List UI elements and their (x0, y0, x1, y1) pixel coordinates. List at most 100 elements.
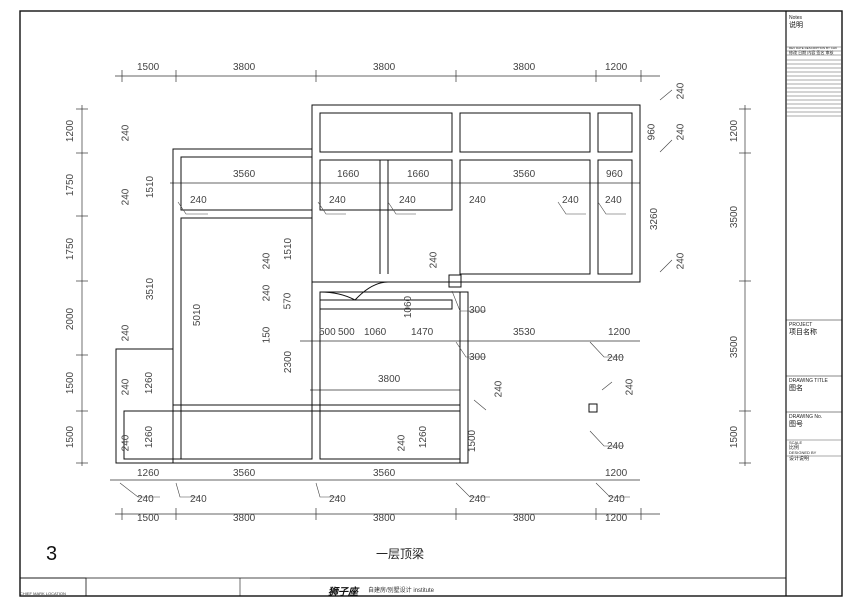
scale-en: SCALE (789, 440, 803, 445)
dim-h-300-a: 300 (469, 305, 486, 316)
drawing-no-en: DRAWING No. (789, 414, 823, 420)
dim-v-240-d: 240 (120, 378, 132, 396)
dim-top-5: 1200 (605, 62, 628, 73)
dim-h-1470: 1470 (411, 327, 434, 338)
dim-v-240-k: 240 (675, 82, 687, 100)
leader-lines (119, 89, 673, 498)
dim-bottom-5: 1200 (605, 513, 628, 524)
dim-h-1660-b: 1660 (407, 169, 430, 180)
dim-right-3: 3500 (729, 335, 741, 359)
dim-top-1: 1500 (137, 62, 160, 73)
notes-cn: 说明 (789, 22, 803, 29)
drawing-title-en: DRAWING TITLE (789, 378, 828, 384)
notes-label: Notes (789, 15, 803, 21)
dim-v-3260: 3260 (649, 207, 661, 231)
dim-h-500-b: 500 (338, 327, 355, 338)
beam-grid (115, 104, 641, 464)
project-cn: 项目名称 (789, 329, 817, 336)
dim-v-240-e: 240 (120, 434, 132, 452)
dim-right-1: 1200 (729, 119, 741, 143)
dim-v-240-n: 240 (624, 378, 636, 396)
dim-h-1060: 1060 (364, 327, 387, 338)
dim-h-3560-c: 3560 (233, 468, 256, 479)
beam-label-10: 240 (469, 494, 486, 505)
dim-top-2: 3800 (233, 62, 256, 73)
beam-label-2: 240 (329, 195, 346, 206)
dim-h-1200-a: 1200 (608, 327, 631, 338)
dim-left-1: 1200 (65, 119, 77, 143)
dim-v-2300: 2300 (283, 350, 295, 374)
dim-v-240-c: 240 (120, 324, 132, 342)
beam-label-12: 240 (607, 353, 624, 364)
dim-v-240-g: 240 (261, 284, 273, 302)
dim-h-3560-b: 3560 (513, 169, 536, 180)
scale-cn: 比例 (789, 445, 800, 451)
designer-cn: 设计说明 (789, 456, 810, 462)
sheet-border (19, 10, 843, 597)
dim-v-240-m: 240 (675, 252, 687, 270)
dim-bottom-3: 3800 (373, 513, 396, 524)
beam-label-11: 240 (608, 494, 625, 505)
dim-h-3560-a: 3560 (233, 169, 256, 180)
dim-v-240-l: 240 (675, 123, 687, 141)
brand-subtitle: 自建房/别墅设计 institute (368, 588, 435, 594)
dim-right-2: 3500 (729, 205, 741, 229)
dim-v-1510-b: 1510 (283, 237, 295, 261)
dim-v-240-a: 240 (120, 124, 132, 142)
chief-mark-label: CHIEF MARK LOCATION (20, 591, 66, 596)
beam-label-5: 240 (562, 195, 579, 206)
dim-v-240-j: 240 (493, 380, 505, 398)
dim-v-1510-a: 1510 (145, 175, 157, 199)
dim-v-3510: 3510 (145, 277, 157, 301)
dim-h-3560-d: 3560 (373, 468, 396, 479)
dim-v-150: 150 (261, 326, 273, 344)
dim-bottom-4: 3800 (513, 513, 536, 524)
dim-left-4: 2000 (65, 307, 77, 331)
designer-en: DESIGNED BY (789, 450, 817, 455)
dim-h-1260: 1260 (137, 468, 160, 479)
rev-header-cn: 修改 日期 内容 签名 审核 (789, 50, 834, 55)
dim-h-3530: 3530 (513, 327, 536, 338)
dim-h-500-a: 500 (319, 327, 336, 338)
dim-v-1260-c: 1260 (418, 425, 430, 449)
dim-left-5: 1500 (65, 371, 77, 395)
dim-left-2: 1750 (65, 173, 77, 197)
rev-header-small: REV DATE DESCRIPTION BY CHK (789, 46, 838, 50)
dim-h-300-b: 300 (469, 352, 486, 363)
dim-h-1200-b: 1200 (605, 468, 628, 479)
dim-v-1260-a: 1260 (144, 371, 156, 395)
dim-bottom-2: 3800 (233, 513, 256, 524)
sheet-number: 3 (46, 543, 58, 565)
dim-h-960: 960 (606, 169, 623, 180)
dim-h-1660-a: 1660 (337, 169, 360, 180)
dim-top-4: 3800 (513, 62, 536, 73)
project-en: PROJECT (789, 322, 813, 328)
title-block-lines (786, 46, 842, 457)
beam-label-4: 240 (469, 195, 486, 206)
dim-v-5010: 5010 (192, 303, 204, 327)
dim-v-1500: 1500 (467, 429, 479, 453)
beam-label-13: 240 (607, 441, 624, 452)
drawing-no-cn: 图号 (789, 421, 803, 428)
dim-v-570: 570 (282, 292, 294, 310)
chief-box (19, 577, 87, 597)
dim-v-1060: 1060 (403, 295, 415, 319)
beam-label-7: 240 (137, 494, 154, 505)
drawing-title-cn: 图名 (789, 385, 803, 392)
dim-right-4: 1500 (729, 425, 741, 449)
dimension-lines (76, 70, 751, 520)
beam-label-1: 240 (190, 195, 207, 206)
beam-label-6: 240 (605, 195, 622, 206)
drawing-title: 一层顶梁 (376, 547, 425, 561)
brand-name: 狮子座 (328, 587, 358, 598)
beam-label-3: 240 (399, 195, 416, 206)
dim-top-3: 3800 (373, 62, 396, 73)
dim-v-240-b: 240 (120, 188, 132, 206)
dim-v-960: 960 (646, 123, 658, 141)
dim-left-6: 1500 (65, 425, 77, 449)
beam-label-9: 240 (329, 494, 346, 505)
beam-label-8: 240 (190, 494, 207, 505)
dim-h-3800: 3800 (378, 374, 401, 385)
